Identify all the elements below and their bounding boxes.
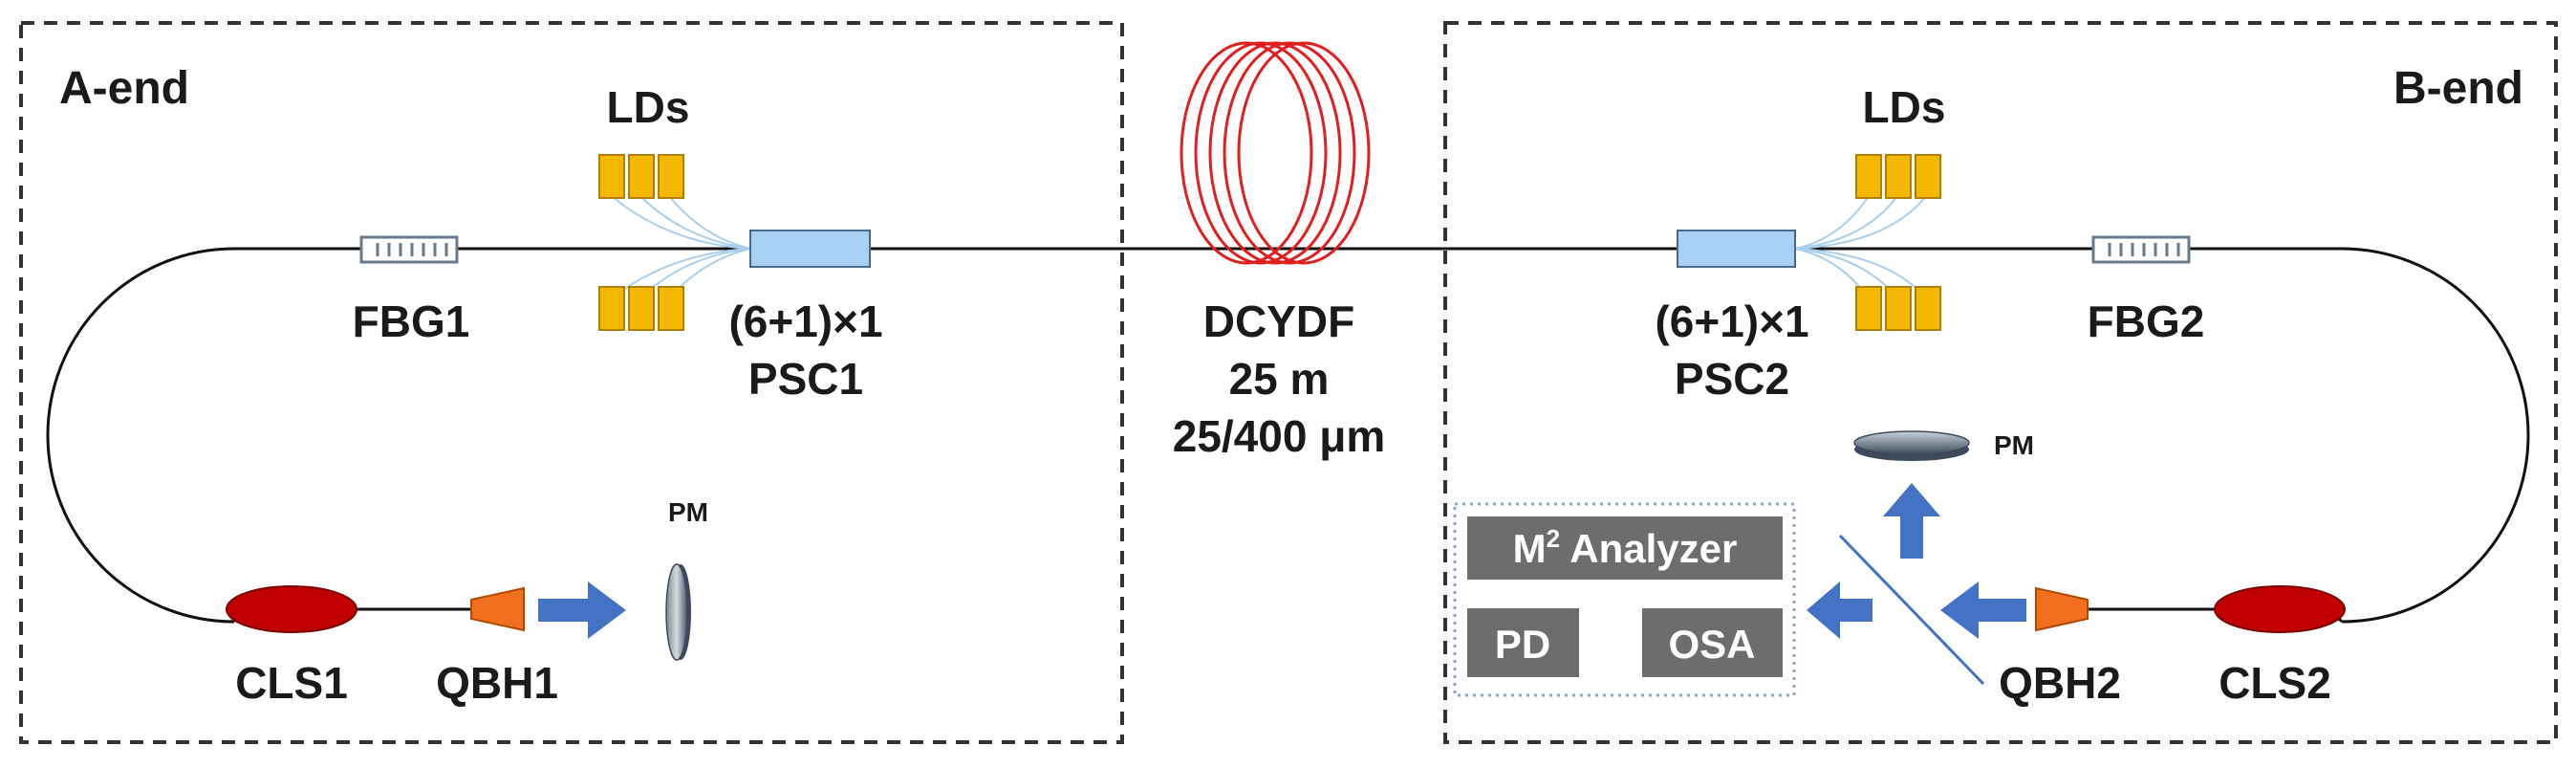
dcydf-fiber-coil	[1180, 41, 1371, 265]
arrow-b-to-splitter	[1940, 581, 2026, 639]
lds-a-bottom	[598, 286, 684, 331]
fiber-loop-right	[2341, 247, 2530, 624]
qbh2	[2035, 586, 2089, 632]
psc1-label-line2: PSC1	[748, 354, 863, 404]
cls2	[2214, 585, 2346, 633]
osa-box: OSA	[1642, 608, 1783, 677]
pm-b-label: PM	[1994, 430, 2034, 460]
arrow-b-to-instruments	[1807, 581, 1872, 639]
m2-prefix: M	[1513, 526, 1547, 571]
fiber-length-label: 25 m	[1229, 354, 1330, 404]
fbg2	[2091, 235, 2191, 264]
fbg1	[359, 235, 459, 264]
svg-text:M2 Analyzer: M2 Analyzer	[1513, 524, 1738, 571]
a-end-label: A-end	[59, 63, 189, 114]
power-meter-b	[1853, 430, 1970, 461]
m2-analyzer: M2 Analyzer	[1467, 516, 1783, 580]
fbg1-label: FBG1	[353, 296, 470, 346]
psc2-label-line1: (6+1)×1	[1655, 296, 1808, 346]
psc1	[749, 230, 871, 268]
fiber-loop-left	[46, 247, 235, 624]
psc2	[1677, 230, 1796, 268]
cls2-label: CLS2	[2219, 658, 2331, 708]
m2-superscript: 2	[1547, 524, 1560, 553]
power-meter-a	[665, 563, 691, 661]
lds-a-top	[598, 154, 684, 199]
fiber-core-label: 25/400 μm	[1173, 411, 1386, 461]
pd-box: PD	[1467, 608, 1579, 677]
arrow-a-output	[538, 581, 626, 639]
beam-splitter	[1838, 534, 1985, 686]
lds-b-top	[1855, 154, 1941, 199]
qbh2-label: QBH2	[1999, 658, 2121, 708]
lds-b-label: LDs	[1863, 82, 1946, 132]
pm-a-label: PM	[668, 497, 708, 527]
psc1-label-line1: (6+1)×1	[728, 296, 882, 346]
cls1-label: CLS1	[235, 658, 348, 708]
psc2-label-line2: PSC2	[1675, 354, 1789, 404]
osa-label: OSA	[1668, 622, 1755, 667]
cls1	[226, 585, 357, 633]
b-end-label: B-end	[2393, 63, 2523, 114]
qbh1-label: QBH1	[436, 658, 558, 708]
qbh1	[470, 586, 525, 632]
pd-label: PD	[1495, 622, 1550, 667]
fbg2-label: FBG2	[2088, 296, 2205, 346]
lds-b-bottom	[1855, 286, 1941, 331]
arrow-b-to-pm	[1883, 483, 1940, 559]
m2-rest: Analyzer	[1560, 526, 1737, 571]
a-end-box	[19, 21, 1124, 744]
instruments-box	[1453, 502, 1796, 697]
b-end-box	[1443, 21, 2558, 744]
fiber-name-label: DCYDF	[1203, 296, 1354, 346]
lds-a-label: LDs	[607, 82, 690, 132]
